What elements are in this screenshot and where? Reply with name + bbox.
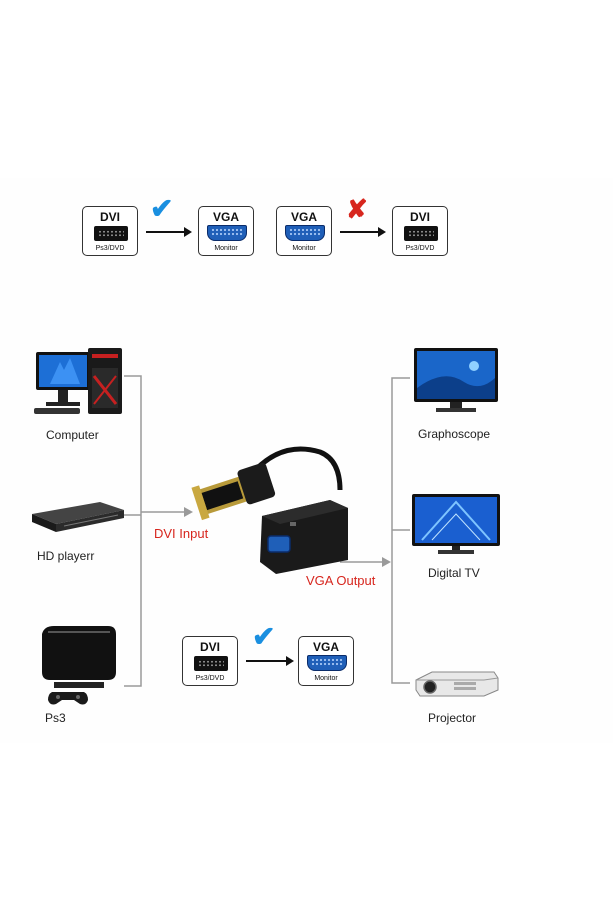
- cross-icon: ✘: [346, 194, 368, 224]
- device-label-ps3: Ps3: [45, 711, 66, 725]
- tv-icon: [412, 494, 500, 554]
- device-label-computer: Computer: [46, 428, 99, 442]
- dvi-connector-box: DVI Ps3/DVD: [392, 206, 448, 256]
- checkmark-icon: ✔: [150, 193, 174, 224]
- dvi-port-icon: [194, 656, 228, 671]
- dvi-connector-box: DVI Ps3/DVD: [182, 636, 238, 686]
- ps3-console-icon: [42, 626, 116, 705]
- vga-output-label: VGA Output: [306, 573, 376, 588]
- connector-subtitle: Monitor: [214, 245, 238, 252]
- connector-title: DVI: [409, 210, 430, 224]
- device-label-projector: Projector: [428, 711, 477, 725]
- checkmark-icon: ✔: [252, 621, 276, 652]
- dvi-connector-box: DVI Ps3/DVD: [82, 206, 138, 256]
- vga-connector-box: VGA Monitor: [198, 206, 254, 256]
- vga-port-icon: [307, 655, 347, 671]
- connector-title: DVI: [199, 640, 220, 654]
- dvi-port-icon: [404, 226, 438, 241]
- arrow-icon: [340, 227, 386, 237]
- dvi-port-icon: [94, 226, 128, 241]
- projector-icon: [415, 671, 499, 697]
- vga-port-icon: [207, 225, 247, 241]
- arrow-icon: [146, 227, 192, 237]
- connector-subtitle: Ps3/DVD: [405, 245, 435, 252]
- connector-subtitle: Ps3/DVD: [95, 245, 125, 252]
- dvi-input-label: DVI Input: [154, 526, 209, 541]
- connector-title: VGA: [290, 210, 317, 224]
- connector-subtitle: Monitor: [292, 245, 316, 252]
- connector-title: DVI: [99, 210, 120, 224]
- vga-port-icon: [285, 225, 325, 241]
- connector-title: VGA: [212, 210, 239, 224]
- monitor-icon: [414, 348, 498, 412]
- connector-subtitle: Ps3/DVD: [195, 675, 225, 682]
- vga-connector-box: VGA Monitor: [276, 206, 332, 256]
- device-label-graphoscope: Graphoscope: [418, 427, 491, 441]
- hd-player-icon: [32, 502, 124, 532]
- computer-icon: [34, 348, 122, 414]
- connector-title: VGA: [312, 640, 339, 654]
- device-label-digital-tv: Digital TV: [428, 566, 480, 580]
- connector-subtitle: Monitor: [314, 675, 338, 682]
- device-label-hd-player: HD playerr: [37, 549, 95, 563]
- arrow-icon: [246, 656, 294, 666]
- vga-connector-box: VGA Monitor: [298, 636, 354, 686]
- dvi-to-vga-adapter: [191, 446, 348, 574]
